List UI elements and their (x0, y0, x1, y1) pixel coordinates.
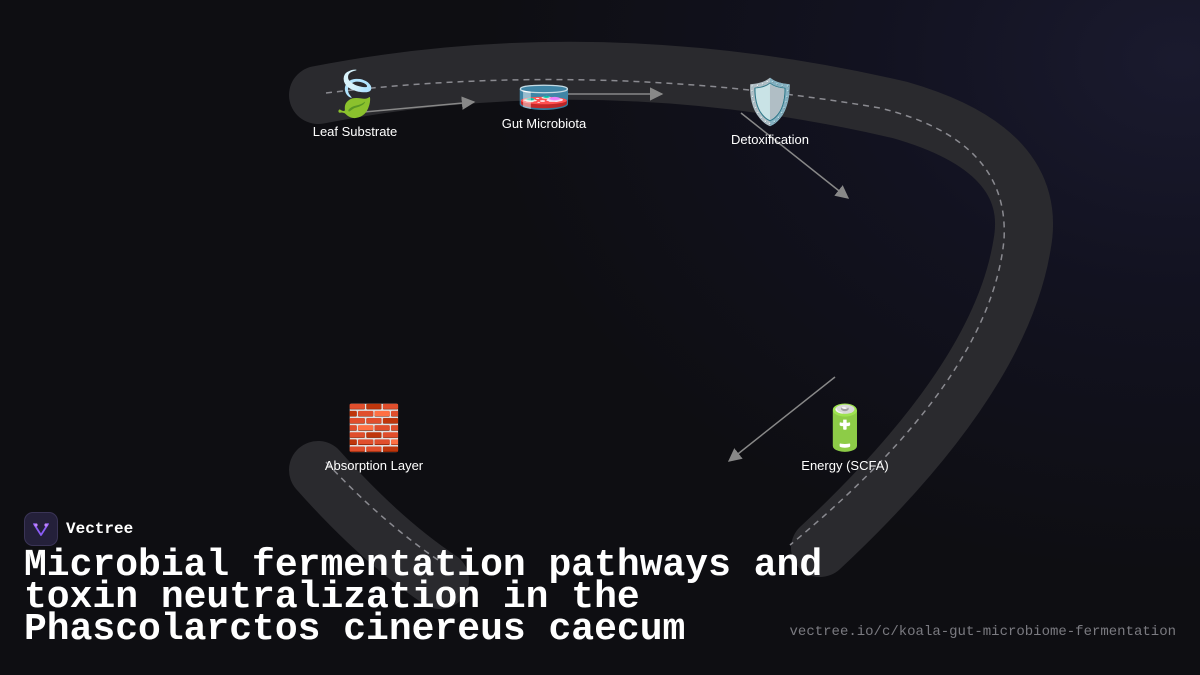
road-centerline-tail (325, 461, 439, 561)
leaf-icon: 🍃 (327, 70, 383, 119)
node-label: Gut Microbiota (501, 116, 587, 131)
node-energy-scfa: 🔋 Energy (SCFA) (765, 404, 925, 473)
battery-icon: 🔋 (817, 404, 873, 453)
road-track-tail (289, 441, 469, 609)
node-label: Energy (SCFA) (801, 458, 889, 473)
node-gut-microbiota: 🧫 Gut Microbiota (464, 62, 624, 131)
node-leaf-substrate: 🍃 Leaf Substrate (275, 70, 435, 139)
vectree-logo-icon (24, 512, 58, 546)
edge-arrow-leaf-to-microbiota (363, 96, 476, 113)
page-title: Microbial fermentation pathways and toxi… (24, 544, 823, 651)
node-label: Absorption Layer (324, 458, 424, 473)
node-label: Leaf Substrate (312, 124, 398, 139)
brand-name: Vectree (66, 520, 134, 538)
brick-wall-icon: 🧱 (346, 404, 402, 453)
node-detoxification: 🛡️ Detoxification (690, 78, 850, 147)
shield-icon: 🛡️ (742, 78, 798, 127)
brand: Vectree (24, 512, 133, 546)
source-url: vectree.io/c/koala-gut-microbiome-fermen… (789, 624, 1176, 640)
edge-arrow-detox-to-energy (740, 112, 850, 199)
edge-arrow-energy-to-absorption (727, 376, 836, 462)
node-label: Detoxification (730, 132, 810, 147)
road-track (289, 41, 1053, 577)
road-centerline (325, 78, 1005, 546)
petri-dish-icon: 🧫 (516, 62, 572, 111)
node-absorption-layer: 🧱 Absorption Layer (294, 404, 454, 473)
